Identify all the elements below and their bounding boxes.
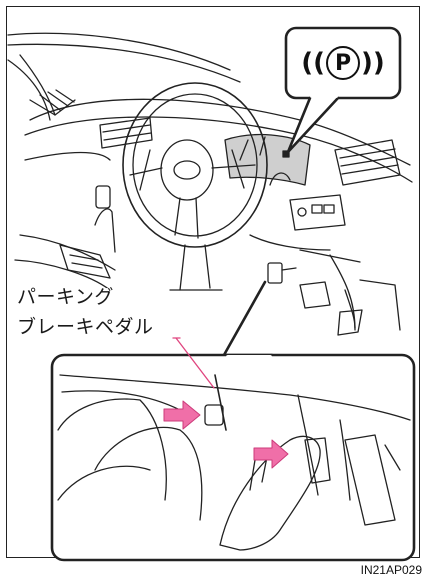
indicator-symbol: P	[326, 46, 360, 80]
upper-pedals	[267, 262, 363, 336]
dashboard	[24, 89, 413, 186]
pedal-press-arrow-upper	[163, 400, 201, 430]
press-arrows	[163, 400, 289, 469]
steering-wheel	[122, 82, 268, 291]
parking-label-line2: ブレーキペダル	[17, 316, 154, 338]
label-leader-line	[175, 337, 215, 389]
foot-press-arrow	[253, 439, 289, 469]
center-console	[14, 185, 116, 291]
pedal-inset	[50, 280, 416, 562]
right-dash-controls	[249, 172, 401, 331]
parking-brake-indicator-icon: ((P))	[301, 46, 385, 80]
windshield-lines	[7, 32, 241, 121]
parking-brake-lamp	[282, 150, 290, 158]
parking-label-line1: パーキング	[17, 286, 114, 308]
indicator-callout	[284, 26, 402, 154]
figure-code: IN21AP029	[360, 563, 422, 577]
